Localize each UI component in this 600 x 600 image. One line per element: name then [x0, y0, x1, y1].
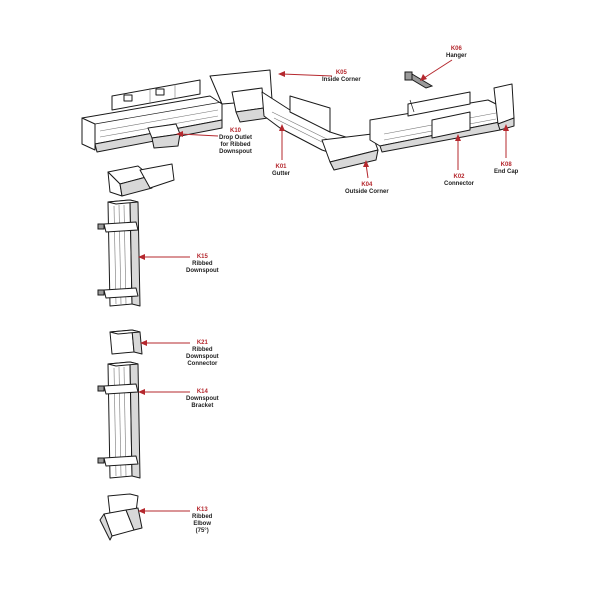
label-k10-code: K10 [229, 128, 241, 134]
label-k10-name-2: for Ribbed [220, 142, 251, 148]
hanger-part [404, 71, 434, 113]
label-k04: K04 Outside Corner [345, 182, 389, 196]
label-k15-code: K15 [196, 254, 208, 260]
label-k14-name-2: Bracket [191, 403, 214, 409]
label-k06: K06 Hanger [446, 46, 467, 60]
label-k21-name-1: Ribbed [192, 347, 213, 353]
leader-arrows [138, 59, 509, 514]
label-k02-name: Connector [444, 181, 474, 187]
label-k21-code: K21 [196, 340, 208, 346]
label-k01-code: K01 [275, 164, 287, 170]
drop-outlet-part [147, 123, 181, 149]
label-k13-name-2: Elbow [193, 521, 211, 527]
label-k01-name: Gutter [272, 171, 290, 177]
label-k06-code: K06 [450, 46, 462, 52]
label-k15-name-1: Ribbed [192, 261, 213, 267]
label-k14-code: K14 [196, 389, 208, 395]
label-k05-code: K05 [335, 70, 347, 76]
label-k21-name-2: Downspout [186, 354, 219, 360]
label-k13-name-3: (75°) [195, 528, 209, 534]
label-k10-name-1: Drop Outlet [219, 135, 252, 141]
bottom-elbow-part [99, 493, 143, 541]
outside-corner-part [321, 133, 379, 171]
label-k21-name-3: Connector [187, 361, 218, 367]
label-k04-code: K04 [361, 182, 373, 188]
upper-downspout-part [97, 199, 141, 307]
top-elbow-part [107, 163, 175, 197]
label-k01: K01 Gutter [272, 164, 290, 178]
label-k13-name-1: Ribbed [192, 514, 213, 520]
label-k15: K15 Ribbed Downspout [186, 254, 219, 275]
label-k08: K08 End Cap [494, 162, 518, 176]
downspout-connector-part [109, 329, 143, 355]
label-k05: K05 Inside Corner [322, 70, 361, 84]
label-k10: K10 Drop Outlet for Ribbed Downspout [219, 128, 252, 156]
label-k05-name: Inside Corner [322, 77, 361, 83]
gutter-left-section [81, 79, 223, 153]
label-k15-name-2: Downspout [186, 268, 219, 274]
lower-downspout-part [97, 361, 141, 479]
label-k10-name-3: Downspout [219, 149, 252, 155]
label-k04-name: Outside Corner [345, 189, 389, 195]
label-k06-name: Hanger [446, 53, 467, 59]
label-k08-name: End Cap [494, 169, 519, 175]
label-k21: K21 Ribbed Downspout Connector [186, 340, 219, 368]
gutter-right-section [369, 91, 501, 153]
label-k13: K13 Ribbed Elbow (75°) [192, 507, 212, 535]
label-k14: K14 Downspout Bracket [186, 389, 219, 410]
label-k08-code: K08 [500, 162, 512, 168]
label-k13-code: K13 [196, 507, 208, 513]
label-k02-code: K02 [453, 174, 465, 180]
label-k02: K02 Connector [444, 174, 474, 188]
end-cap-part [493, 83, 515, 131]
label-k14-name-1: Downspout [186, 396, 219, 402]
